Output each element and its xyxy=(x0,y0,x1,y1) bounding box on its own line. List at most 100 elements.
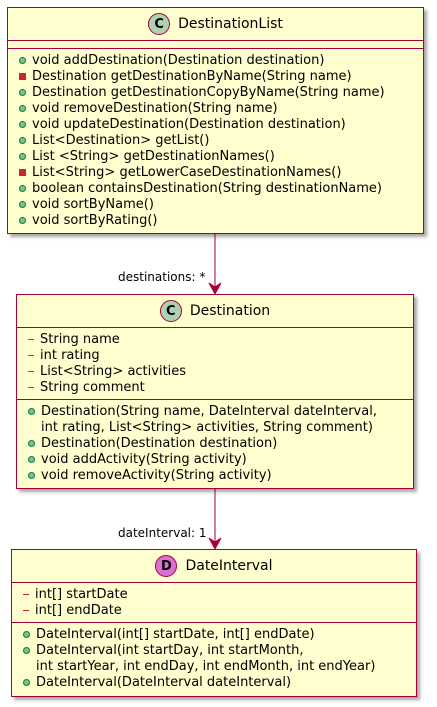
divider xyxy=(17,327,413,328)
private-icon xyxy=(23,609,29,611)
method-text: void sortByRating() xyxy=(32,212,158,228)
class-badge-icon: C xyxy=(148,13,171,35)
class-name: Destination xyxy=(189,303,271,319)
class-header: C DestinationList xyxy=(8,8,423,40)
class-name: DateInterval xyxy=(185,558,273,574)
method-text: List<Destination> getList() xyxy=(32,132,210,148)
public-icon xyxy=(28,407,35,415)
public-icon xyxy=(23,646,30,654)
public-icon xyxy=(19,216,26,224)
public-icon xyxy=(28,455,35,463)
method-row: void addDestination(Destination destinat… xyxy=(8,52,423,68)
field-row: String name xyxy=(17,331,413,347)
method-row: Destination getDestinationCopyByName(Str… xyxy=(8,84,423,100)
continuation-indent xyxy=(28,424,35,431)
field-row: List<String> activities xyxy=(17,363,413,379)
method-row: int startYear, int endDay, int endMonth,… xyxy=(12,658,416,674)
method-text: void removeDestination(String name) xyxy=(32,100,278,116)
class-badge-icon: C xyxy=(159,300,182,322)
field-row: String comment xyxy=(17,379,413,395)
class-destination[interactable]: C Destination String name int rating Lis… xyxy=(16,294,414,489)
public-icon xyxy=(19,88,26,96)
method-text: int rating, List<String> activities, Str… xyxy=(41,419,373,435)
class-header: D DateInterval xyxy=(12,550,416,582)
divider xyxy=(8,40,423,41)
method-text: List <String> getDestinationNames() xyxy=(32,148,275,164)
method-row: void sortByRating() xyxy=(8,212,423,228)
method-row: Destination getDestinationByName(String … xyxy=(8,68,423,84)
private-icon xyxy=(28,354,34,356)
method-text: void sortByName() xyxy=(32,196,154,212)
method-row: List<String> getLowerCaseDestinationName… xyxy=(8,164,423,180)
method-text: Destination getDestinationCopyByName(Str… xyxy=(32,84,385,100)
public-icon xyxy=(28,439,35,447)
method-row: List<Destination> getList() xyxy=(8,132,423,148)
class-destination-list[interactable]: C DestinationList void addDestination(De… xyxy=(7,7,424,234)
field-row: int[] endDate xyxy=(12,602,416,618)
class-header: C Destination xyxy=(17,295,413,327)
public-icon xyxy=(19,200,26,208)
field-text: String name xyxy=(40,331,120,347)
private-icon xyxy=(19,168,26,176)
class-name: DestinationList xyxy=(178,16,283,32)
divider xyxy=(17,399,413,400)
method-text: int startYear, int endDay, int endMonth,… xyxy=(36,658,376,674)
method-text: Destination(Destination destination) xyxy=(41,435,278,451)
method-text: boolean containsDestination(String desti… xyxy=(32,180,382,196)
method-row: void removeActivity(String activity) xyxy=(17,467,413,483)
method-text: void addActivity(String activity) xyxy=(41,451,247,467)
association-date-interval xyxy=(208,489,222,551)
method-text: Destination(String name, DateInterval da… xyxy=(41,403,377,419)
method-text: DateInterval(DateInterval dateInterval) xyxy=(36,674,292,690)
field-text: int[] startDate xyxy=(35,586,128,602)
field-row: int rating xyxy=(17,347,413,363)
method-text: DateInterval(int startDay, int startMont… xyxy=(36,642,304,658)
divider xyxy=(12,622,416,623)
class-date-interval[interactable]: D DateInterval int[] startDate int[] end… xyxy=(11,549,417,697)
divider xyxy=(8,48,423,49)
method-text: List<String> getLowerCaseDestinationName… xyxy=(32,164,342,180)
method-row: List <String> getDestinationNames() xyxy=(8,148,423,164)
private-icon xyxy=(28,386,34,388)
private-icon xyxy=(28,370,34,372)
continuation-indent xyxy=(23,663,30,670)
public-icon xyxy=(19,152,26,160)
method-row: DateInterval(int[] startDate, int[] endD… xyxy=(12,626,416,642)
method-row: Destination(Destination destination) xyxy=(17,435,413,451)
datatype-badge-icon: D xyxy=(155,555,178,577)
method-row: DateInterval(int startDay, int startMont… xyxy=(12,642,416,658)
method-text: void updateDestination(Destination desti… xyxy=(32,116,346,132)
public-icon xyxy=(19,184,26,192)
method-row: Destination(String name, DateInterval da… xyxy=(17,403,413,419)
method-row: DateInterval(DateInterval dateInterval) xyxy=(12,674,416,690)
divider xyxy=(12,582,416,583)
public-icon xyxy=(23,630,30,638)
method-text: DateInterval(int[] startDate, int[] endD… xyxy=(36,626,315,642)
association-destinations xyxy=(208,234,222,296)
method-row: void updateDestination(Destination desti… xyxy=(8,116,423,132)
method-row: int rating, List<String> activities, Str… xyxy=(17,419,413,435)
method-row: boolean containsDestination(String desti… xyxy=(8,180,423,196)
public-icon xyxy=(19,104,26,112)
private-icon xyxy=(28,338,34,340)
field-row: int[] startDate xyxy=(12,586,416,602)
field-text: List<String> activities xyxy=(40,363,187,379)
method-text: void removeActivity(String activity) xyxy=(41,467,272,483)
method-row: void addActivity(String activity) xyxy=(17,451,413,467)
relation-label-date-interval: dateInterval: 1 xyxy=(118,526,207,540)
public-icon xyxy=(19,120,26,128)
field-text: int[] endDate xyxy=(35,602,122,618)
private-icon xyxy=(23,593,29,595)
method-row: void removeDestination(String name) xyxy=(8,100,423,116)
public-icon xyxy=(19,136,26,144)
field-text: int rating xyxy=(40,347,100,363)
relation-label-destinations: destinations: * xyxy=(118,270,206,284)
method-row: void sortByName() xyxy=(8,196,423,212)
public-icon xyxy=(28,471,35,479)
public-icon xyxy=(23,678,30,686)
field-text: String comment xyxy=(40,379,145,395)
public-icon xyxy=(19,56,26,64)
method-text: void addDestination(Destination destinat… xyxy=(32,52,325,68)
private-icon xyxy=(19,72,26,80)
